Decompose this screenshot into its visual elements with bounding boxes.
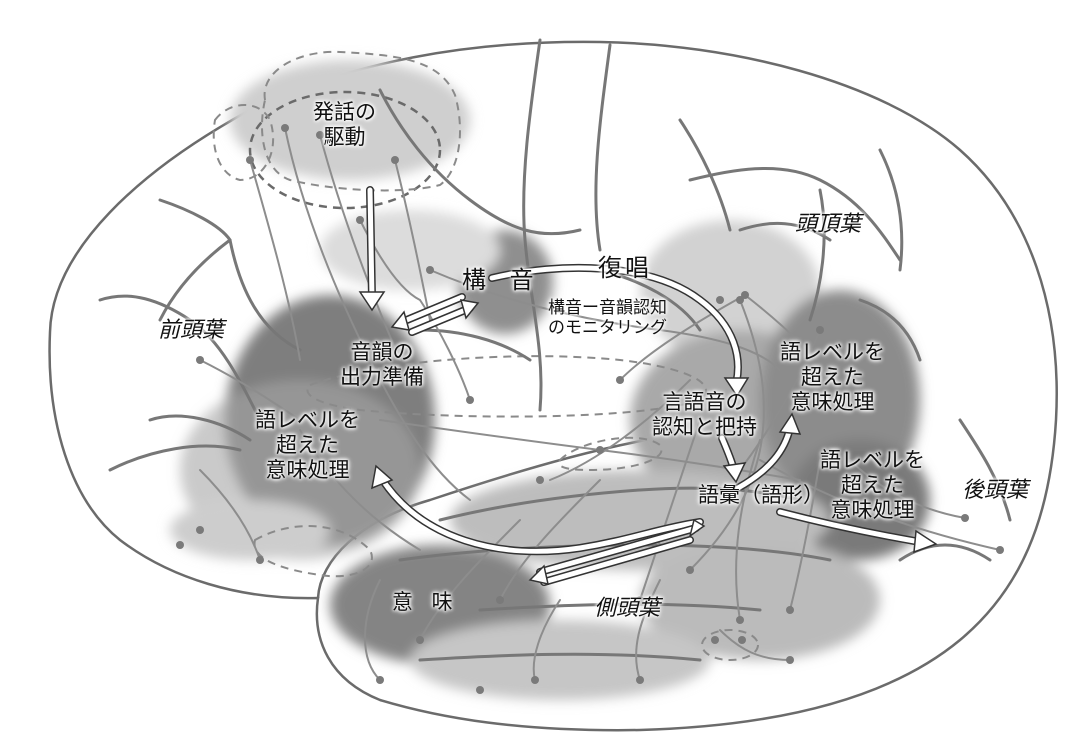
region-temporal-lower <box>640 540 880 660</box>
dashed-outlines <box>212 50 759 661</box>
occipital-lobe-label: 後頭葉 <box>962 478 1029 503</box>
parietal-semantics-label: 語レベルを 超えた 意味処理 <box>780 340 885 416</box>
articulation-label: 構 音 <box>462 266 542 294</box>
occipital-semantics-line-3: 意味処理 <box>830 498 915 523</box>
arrow-frontal-to-lexicon <box>371 464 704 556</box>
frontal-lobe-label: 前頭葉 <box>158 318 225 343</box>
frontal-semantics-line-1: 語レベルを <box>255 408 360 432</box>
phonological-output-line-2: 出力準備 <box>340 365 424 390</box>
frontal-semantics-line-3: 意味処理 <box>265 458 350 483</box>
arrow-lexicon-to-occipital <box>776 508 938 554</box>
arrow-meaning-lexicon <box>528 518 706 586</box>
occipital-semantics-line-2: 超えた <box>841 473 904 498</box>
temporal-lobe-outline <box>316 430 701 599</box>
arrow-articulation-phonology <box>390 293 480 336</box>
monitoring-label: 構音ー音韻認知 のモニタリング <box>548 298 667 339</box>
sulci <box>98 38 1012 662</box>
parietal-lobe-label: 頭頂葉 <box>795 212 862 237</box>
occipital-semantics-label: 語レベルを 超えた 意味処理 <box>820 448 925 524</box>
lexicon-label: 語彙（語形） <box>698 483 824 507</box>
phonological-output-label: 音韻の 出力準備 <box>340 340 424 390</box>
meaning-label: 意 味 <box>392 590 459 614</box>
phonological-output-line-1: 音韻の <box>350 340 414 364</box>
parietal-semantics-line-3: 意味処理 <box>790 390 875 415</box>
region-frontal-base <box>170 500 330 560</box>
speech-recognition-line-1: 言語音の <box>662 390 747 414</box>
arrow-lexicon-to-parietal <box>734 412 802 492</box>
speech-recognition-line-2: 認知と把持 <box>652 415 757 440</box>
speech-drive-label: 発話の 駆動 <box>313 100 376 150</box>
temporal-lobe-label: 側頭葉 <box>594 596 661 621</box>
parietal-semantics-line-1: 語レベルを <box>780 340 885 364</box>
parietal-semantics-line-2: 超えた <box>801 365 864 390</box>
frontal-semantics-label: 語レベルを 超えた 意味処理 <box>255 408 360 484</box>
speech-recognition-label: 言語音の 認知と把持 <box>652 390 757 440</box>
arrow-drive-to-phonology <box>358 186 386 312</box>
tract-endpoints <box>176 124 1004 694</box>
monitoring-line-1: 構音ー音韻認知 <box>548 298 667 318</box>
speech-drive-line-1: 発話の <box>313 100 376 124</box>
region-parietal-upper <box>640 220 820 360</box>
arrow-recognition-to-lexicon <box>718 434 747 484</box>
arrow-repetition-loop <box>488 263 750 398</box>
occipital-semantics-line-1: 語レベルを <box>820 448 925 472</box>
speech-drive-line-2: 駆動 <box>323 125 366 150</box>
repetition-label: 復唱 <box>598 254 652 282</box>
frontal-semantics-line-2: 超えた <box>276 433 339 458</box>
arrows <box>358 186 938 586</box>
region-temporal-base <box>410 620 710 700</box>
monitoring-line-2: のモニタリング <box>548 318 667 339</box>
